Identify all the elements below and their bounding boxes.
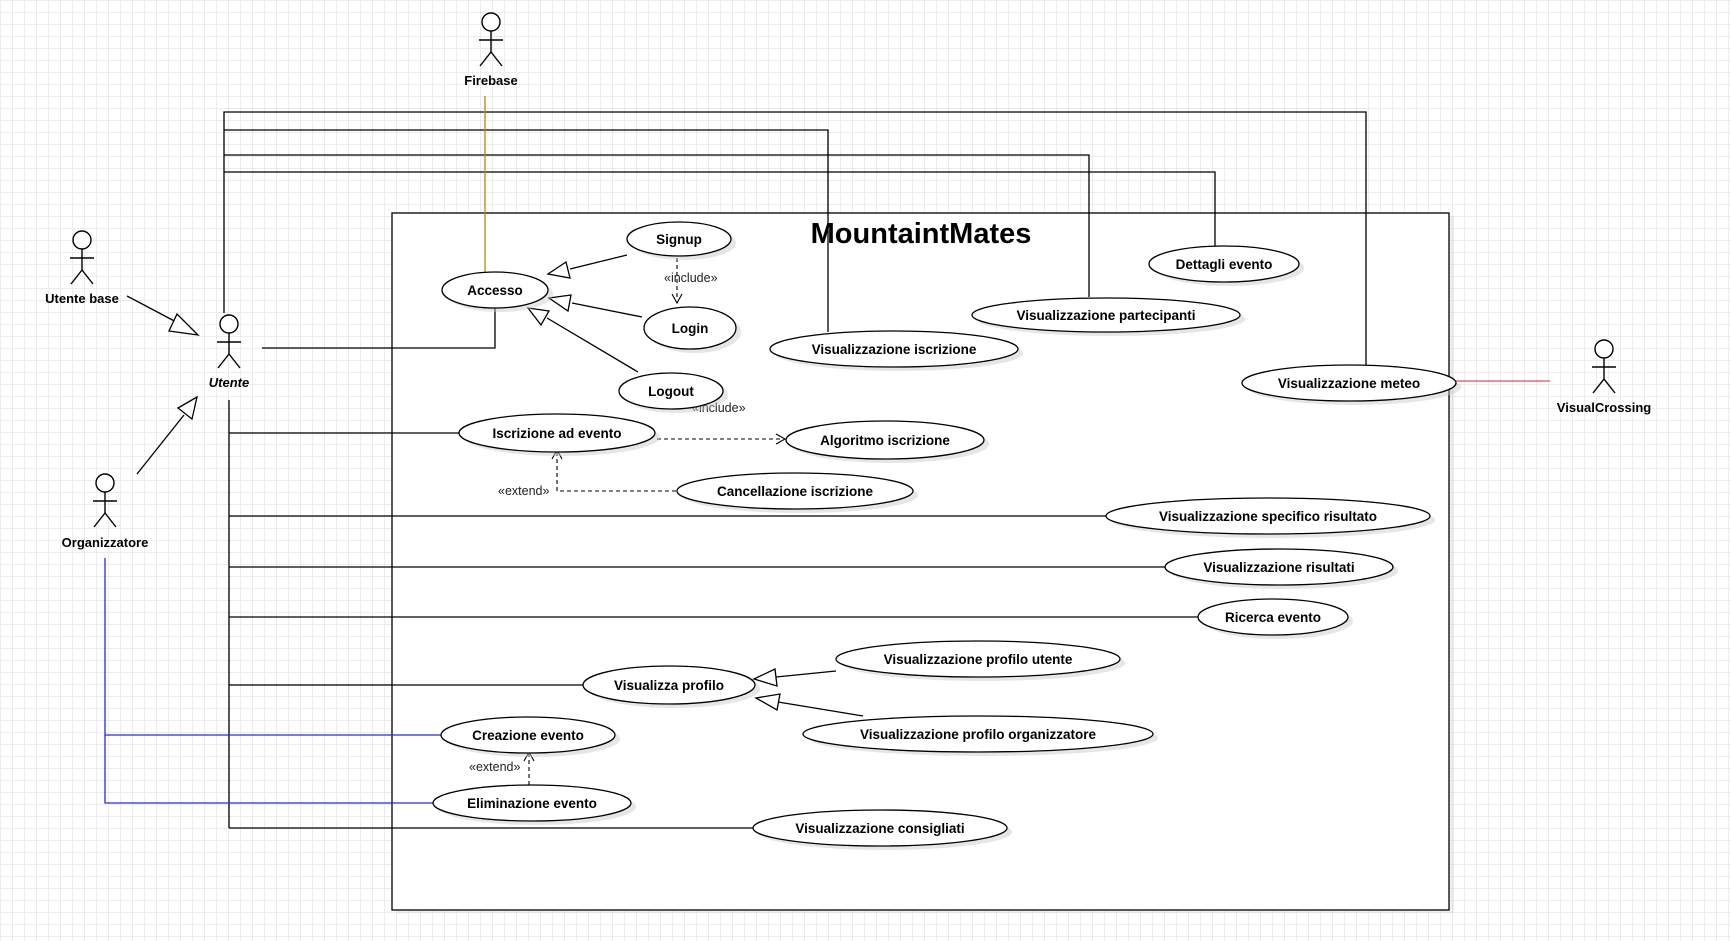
actor-firebase[interactable]: Firebase (464, 12, 518, 88)
use-case-label: Cancellazione iscrizione (717, 484, 874, 499)
actor-utente-base[interactable]: Utente base (45, 230, 119, 306)
use-case-label: Visualizzazione consigliati (795, 821, 964, 836)
actor-organizzatore[interactable]: Organizzatore (62, 473, 149, 550)
use-case-label: Visualizzazione risultati (1203, 560, 1354, 575)
generalization-arrowhead (547, 294, 572, 313)
use-case-ricerca-evento[interactable]: Ricerca evento (1197, 598, 1353, 639)
stick-figure-icon (93, 473, 117, 528)
use-case-visualizzazione-risultati[interactable]: Visualizzazione risultati (1164, 548, 1398, 589)
use-case-signup[interactable]: Signup (626, 221, 736, 260)
use-case-algoritmo-iscrizione[interactable]: Algoritmo iscrizione (785, 420, 989, 463)
use-case-label: Visualizzazione profilo organizzatore (860, 727, 1097, 742)
use-case-label: Visualizzazione profilo utente (884, 652, 1073, 667)
generalization-organizzatore-utente (136, 414, 185, 475)
use-case-label: Login (672, 321, 709, 336)
generalization-signup-accesso (569, 254, 628, 270)
include-arrowhead (775, 433, 787, 445)
actor-label: Utente (209, 375, 249, 390)
use-case-visualizzazione-profilo-utente[interactable]: Visualizzazione profilo utente (835, 640, 1125, 681)
assoc-utente-partecipanti (224, 154, 1090, 297)
use-case-visualizzazione-meteo[interactable]: Visualizzazione meteo (1241, 364, 1461, 405)
actor-label: Firebase (464, 73, 517, 88)
generalization-arrowhead (546, 260, 571, 279)
actor-visualcrossing[interactable]: VisualCrossing (1557, 339, 1651, 415)
use-case-logout[interactable]: Logout (618, 372, 728, 413)
use-case-creazione-evento[interactable]: Creazione evento (440, 716, 620, 757)
use-case-visualizzazione-partecipanti[interactable]: Visualizzazione partecipanti (971, 297, 1245, 336)
assoc-utente-iscrizione-view (224, 129, 829, 332)
extend-label: «extend» (469, 760, 520, 774)
use-case-label: Creazione evento (472, 728, 584, 743)
use-case-label: Logout (648, 384, 694, 399)
include-label: «include» (664, 271, 718, 285)
include-arrowhead (671, 293, 683, 305)
use-case-iscrizione-ad-evento[interactable]: Iscrizione ad evento (458, 413, 660, 456)
use-case-visualizza-profilo[interactable]: Visualizza profilo (582, 665, 760, 708)
use-case-login[interactable]: Login (643, 306, 741, 353)
use-case-label: Iscrizione ad evento (492, 426, 621, 441)
actor-label: VisualCrossing (1557, 400, 1651, 415)
generalization-profilo-organizzatore (777, 701, 864, 717)
generalization-arrowhead (754, 693, 781, 712)
use-case-label: Visualizzazione iscrizione (812, 342, 977, 357)
use-case-accesso[interactable]: Accesso (441, 271, 553, 312)
use-case-visualizzazione-specifico-risultato[interactable]: Visualizzazione specifico risultato (1105, 497, 1435, 538)
stick-figure-icon (479, 12, 503, 67)
stick-figure-icon (217, 314, 241, 369)
assoc-organizzatore-eliminazione (104, 735, 433, 804)
generalization-arrowhead (526, 307, 551, 327)
actor-label: Organizzatore (62, 535, 149, 550)
generalization-profilo-utente (775, 670, 837, 678)
assoc-utente-meteo (223, 111, 1367, 366)
stick-figure-icon (1592, 339, 1616, 394)
use-case-dettagli-evento[interactable]: Dettagli evento (1148, 245, 1304, 286)
use-case-label: Visualizzazione meteo (1278, 376, 1420, 391)
use-case-label: Visualizzazione partecipanti (1016, 308, 1195, 323)
assoc-utente-dettagli (224, 171, 1216, 249)
generalization-utentebase-utente (126, 295, 181, 325)
use-case-label: Algoritmo iscrizione (820, 433, 950, 448)
use-case-cancellazione-iscrizione[interactable]: Cancellazione iscrizione (676, 472, 918, 513)
use-case-label: Visualizzazione specifico risultato (1159, 509, 1377, 524)
use-case-label: Dettagli evento (1176, 257, 1273, 272)
actor-label: Utente base (45, 291, 119, 306)
generalization-arrowhead (176, 395, 198, 421)
system-title: MountaintMates (811, 218, 1032, 250)
stick-figure-icon (70, 230, 94, 285)
use-case-label: Accesso (467, 283, 523, 298)
assoc-utente-accesso (262, 308, 496, 349)
use-case-visualizzazione-profilo-organizzatore[interactable]: Visualizzazione profilo organizzatore (802, 715, 1158, 756)
extend-cancellazione-iscrizione (556, 452, 676, 492)
extend-label: «extend» (498, 484, 549, 498)
use-case-label: Visualizza profilo (614, 678, 724, 693)
generalization-arrowhead (752, 668, 778, 687)
use-case-label: Eliminazione evento (467, 796, 597, 811)
generalization-login-accesso (571, 302, 643, 318)
use-case-eliminazione-evento[interactable]: Eliminazione evento (432, 784, 636, 825)
use-case-label: Ricerca evento (1225, 610, 1321, 625)
generalization-logout-accesso (546, 317, 639, 373)
actor-utente[interactable]: Utente (209, 314, 249, 390)
use-case-label: Signup (656, 232, 702, 247)
use-case-visualizzazione-iscrizione[interactable]: Visualizzazione iscrizione (769, 330, 1023, 371)
generalization-arrowhead (168, 312, 200, 336)
use-case-visualizzazione-consigliati[interactable]: Visualizzazione consigliati (752, 809, 1012, 850)
